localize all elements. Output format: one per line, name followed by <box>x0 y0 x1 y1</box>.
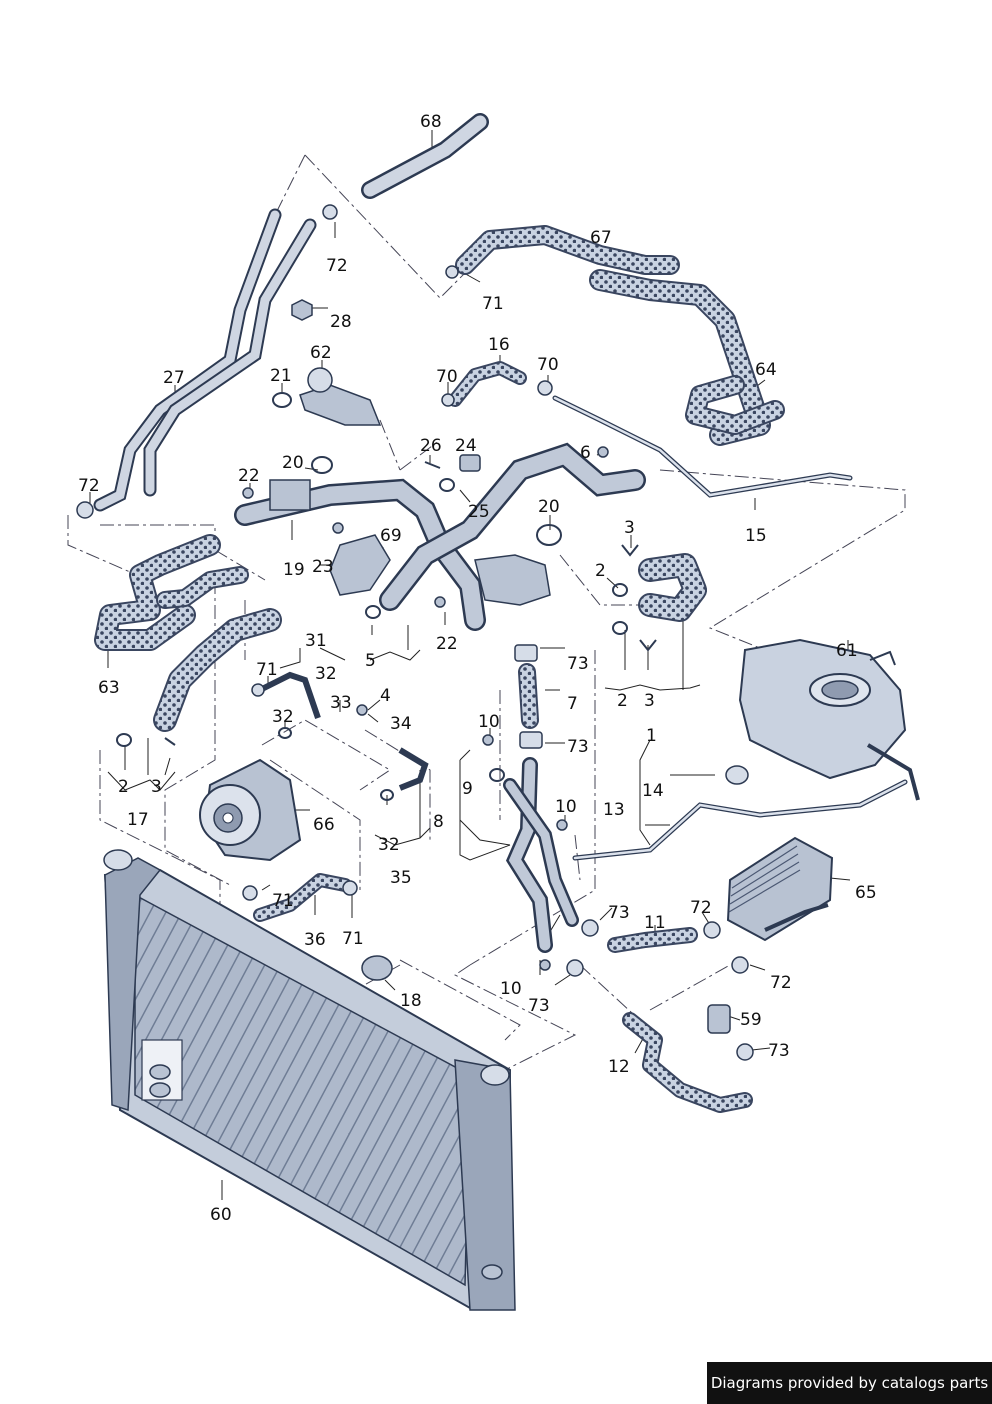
callout-14: 14 <box>642 781 664 801</box>
callout-73-c: 73 <box>608 903 630 923</box>
rubber-hoses <box>94 225 785 1113</box>
callout-60: 60 <box>210 1205 232 1225</box>
callout-15: 15 <box>745 526 767 546</box>
callout-10-a: 10 <box>478 712 500 732</box>
callout-64: 64 <box>755 360 777 380</box>
callout-10-b: 10 <box>555 797 577 817</box>
callout-32-b: 32 <box>272 707 294 727</box>
callout-16: 16 <box>488 335 510 355</box>
small-parts <box>76 204 754 1061</box>
callout-23: 23 <box>312 557 334 577</box>
leader-lines <box>89 130 851 1200</box>
callout-33: 33 <box>330 693 352 713</box>
callout-2-b: 2 <box>617 691 628 711</box>
callout-32-c: 32 <box>378 835 400 855</box>
callout-65: 65 <box>855 883 877 903</box>
callout-7: 7 <box>567 694 578 714</box>
callout-71-c: 71 <box>272 891 294 911</box>
callout-3-c: 3 <box>151 777 162 797</box>
callout-71: 71 <box>482 294 504 314</box>
callout-8: 8 <box>433 812 444 832</box>
callout-26: 26 <box>420 436 442 456</box>
callout-24: 24 <box>455 436 477 456</box>
callout-67: 67 <box>590 228 612 248</box>
callout-73-d: 73 <box>528 996 550 1016</box>
callout-72-c: 72 <box>690 898 712 918</box>
callout-13: 13 <box>603 800 625 820</box>
callout-59: 59 <box>740 1010 762 1030</box>
callout-22-a: 22 <box>238 466 260 486</box>
callout-70-b: 70 <box>537 355 559 375</box>
callout-69: 69 <box>380 526 402 546</box>
callout-71-d: 71 <box>342 929 364 949</box>
callout-3-a: 3 <box>624 518 635 538</box>
callout-63: 63 <box>98 678 120 698</box>
callout-21: 21 <box>270 366 292 386</box>
callout-66: 66 <box>313 815 335 835</box>
callout-11: 11 <box>644 913 666 933</box>
callout-5: 5 <box>365 651 376 671</box>
callout-6: 6 <box>580 443 591 463</box>
callout-2-a: 2 <box>595 561 606 581</box>
callout-73-a: 73 <box>567 654 589 674</box>
callout-70-a: 70 <box>436 367 458 387</box>
callout-17: 17 <box>127 810 149 830</box>
callout-72-b: 72 <box>78 476 100 496</box>
water-pump <box>199 758 302 862</box>
callout-72: 72 <box>326 256 348 276</box>
callout-71-b: 71 <box>256 660 278 680</box>
callout-10-c: 10 <box>500 979 522 999</box>
callout-68: 68 <box>420 112 442 132</box>
callout-25: 25 <box>468 502 490 522</box>
credit-footer: Diagrams provided by catalogs parts <box>707 1362 992 1404</box>
credit-text: Diagrams provided by catalogs parts <box>710 1374 989 1392</box>
callout-9: 9 <box>462 779 473 799</box>
callout-18: 18 <box>400 991 422 1011</box>
radiator <box>103 849 516 1311</box>
callout-73-e: 73 <box>768 1041 790 1061</box>
callout-31: 31 <box>305 631 327 651</box>
expansion-tank <box>738 638 920 801</box>
callout-20-a: 20 <box>282 453 304 473</box>
callout-35: 35 <box>390 868 412 888</box>
callout-34: 34 <box>390 714 412 734</box>
callout-19: 19 <box>283 560 305 580</box>
callout-3-b: 3 <box>644 691 655 711</box>
callout-22-b: 22 <box>436 634 458 654</box>
callout-2-c: 2 <box>118 777 129 797</box>
callout-1: 1 <box>646 726 657 746</box>
callout-labels: 68 72 71 67 28 16 70 70 64 27 21 62 26 2… <box>78 112 877 1225</box>
callout-36: 36 <box>304 930 326 950</box>
callout-20-b: 20 <box>538 497 560 517</box>
callout-32-a: 32 <box>315 664 337 684</box>
oil-cooler <box>726 836 834 942</box>
callout-62: 62 <box>310 343 332 363</box>
callout-12: 12 <box>608 1057 630 1077</box>
callout-4: 4 <box>380 686 391 706</box>
callout-27: 27 <box>163 368 185 388</box>
metal-pipes <box>93 113 908 953</box>
callout-28: 28 <box>330 312 352 332</box>
callout-72-d: 72 <box>770 973 792 993</box>
callout-73-b: 73 <box>567 737 589 757</box>
callout-61: 61 <box>836 641 858 661</box>
